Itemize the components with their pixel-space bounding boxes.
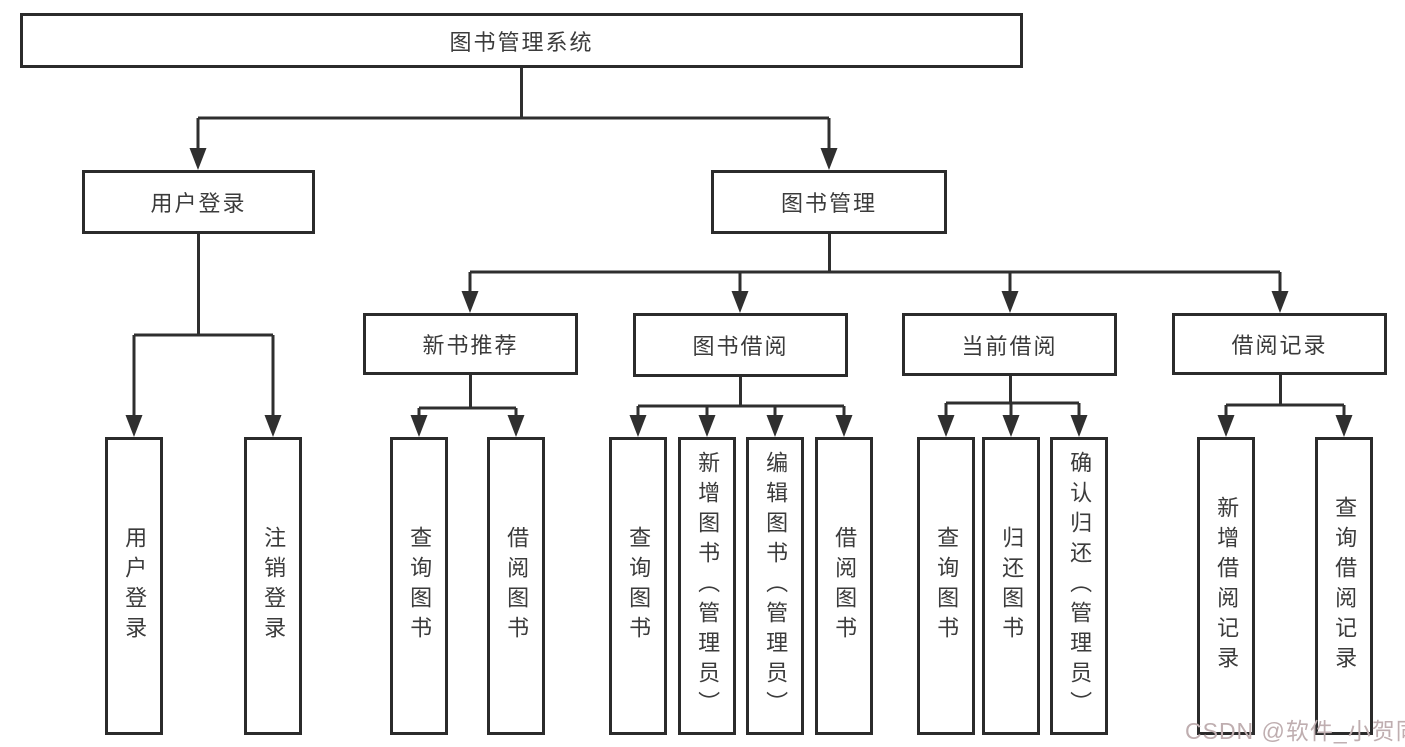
node-book-borrow-label: 图书借阅 xyxy=(692,334,789,359)
leaf-query-books-current: 查询图书 xyxy=(917,437,975,735)
arrowhead xyxy=(1335,415,1353,437)
connector-borrow-to-leaves xyxy=(636,377,846,417)
arrowhead xyxy=(507,415,525,437)
leaf-query-borrow-record: 查询借阅记录 xyxy=(1315,437,1373,735)
leaf-query-books-current-label: 查询图书 xyxy=(934,526,960,646)
node-borrow-records-label: 借阅记录 xyxy=(1231,333,1328,358)
arrowhead xyxy=(937,415,955,437)
leaf-add-books-admin-label: 新增图书（管理员） xyxy=(695,451,721,721)
node-new-book-rec: 新书推荐 xyxy=(363,313,578,375)
leaf-query-books-rec-label: 查询图书 xyxy=(407,526,433,646)
leaf-logout: 注销登录 xyxy=(244,437,302,735)
leaf-confirm-return-admin: 确认归还（管理员） xyxy=(1050,437,1108,735)
node-book-mgmt-label: 图书管理 xyxy=(780,191,877,216)
leaf-return-books-label: 归还图书 xyxy=(999,526,1025,646)
node-current-borrow: 当前借阅 xyxy=(902,313,1117,376)
arrowhead xyxy=(461,291,479,313)
leaf-add-books-admin: 新增图书（管理员） xyxy=(678,437,736,735)
arrowhead xyxy=(189,148,207,170)
leaf-borrow-books: 借阅图书 xyxy=(815,437,873,735)
leaf-add-borrow-record: 新增借阅记录 xyxy=(1197,437,1255,735)
arrowhead xyxy=(410,415,428,437)
leaf-query-borrow-record-label: 查询借阅记录 xyxy=(1332,496,1358,676)
node-root-label: 图书管理系统 xyxy=(449,29,594,55)
leaf-query-books-rec: 查询图书 xyxy=(390,437,448,735)
node-book-mgmt: 图书管理 xyxy=(711,170,947,234)
connector-current-to-leaves xyxy=(944,376,1081,417)
connector-userlogin-to-leaves xyxy=(132,234,275,417)
leaf-borrow-books-rec: 借阅图书 xyxy=(487,437,545,735)
arrowhead xyxy=(835,415,853,437)
leaf-query-books-borrow-label: 查询图书 xyxy=(626,526,652,646)
csdn-watermark: CSDN @软件_小贺同学 xyxy=(1185,718,1405,744)
arrowhead xyxy=(125,415,143,437)
leaf-edit-books-admin-label: 编辑图书（管理员） xyxy=(763,451,789,721)
node-root: 图书管理系统 xyxy=(20,13,1023,68)
leaf-query-books-borrow: 查询图书 xyxy=(609,437,667,735)
leaf-edit-books-admin: 编辑图书（管理员） xyxy=(746,437,804,735)
connector-bookmgmt-to-level3 xyxy=(468,234,1282,293)
node-current-borrow-label: 当前借阅 xyxy=(961,333,1058,359)
connector-root-to-level2 xyxy=(196,68,831,150)
arrowhead xyxy=(264,415,282,437)
arrowhead xyxy=(766,415,784,437)
node-new-book-rec-label: 新书推荐 xyxy=(422,333,519,358)
arrowhead xyxy=(1271,291,1289,313)
node-user-login-label: 用户登录 xyxy=(150,191,247,216)
connector-newrec-to-leaves xyxy=(417,375,518,417)
leaf-confirm-return-admin-label: 确认归还（管理员） xyxy=(1067,451,1093,721)
node-book-borrow: 图书借阅 xyxy=(633,313,848,377)
arrowhead xyxy=(629,415,647,437)
arrowhead xyxy=(1070,415,1088,437)
leaf-logout-label: 注销登录 xyxy=(261,526,287,646)
node-user-login: 用户登录 xyxy=(82,170,315,234)
arrowhead xyxy=(698,415,716,437)
arrowhead xyxy=(1001,291,1019,313)
arrowhead xyxy=(1217,415,1235,437)
leaf-borrow-books-rec-label: 借阅图书 xyxy=(504,526,530,646)
leaf-add-borrow-record-label: 新增借阅记录 xyxy=(1214,496,1240,676)
arrowhead xyxy=(820,148,838,170)
arrowhead xyxy=(1002,415,1020,437)
leaf-borrow-books-label: 借阅图书 xyxy=(832,526,858,646)
leaf-return-books: 归还图书 xyxy=(982,437,1040,735)
leaf-user-login: 用户登录 xyxy=(105,437,163,735)
leaf-user-login-label: 用户登录 xyxy=(122,526,148,646)
node-borrow-records: 借阅记录 xyxy=(1172,313,1387,375)
connector-records-to-leaves xyxy=(1224,375,1346,417)
arrowhead xyxy=(731,291,749,313)
